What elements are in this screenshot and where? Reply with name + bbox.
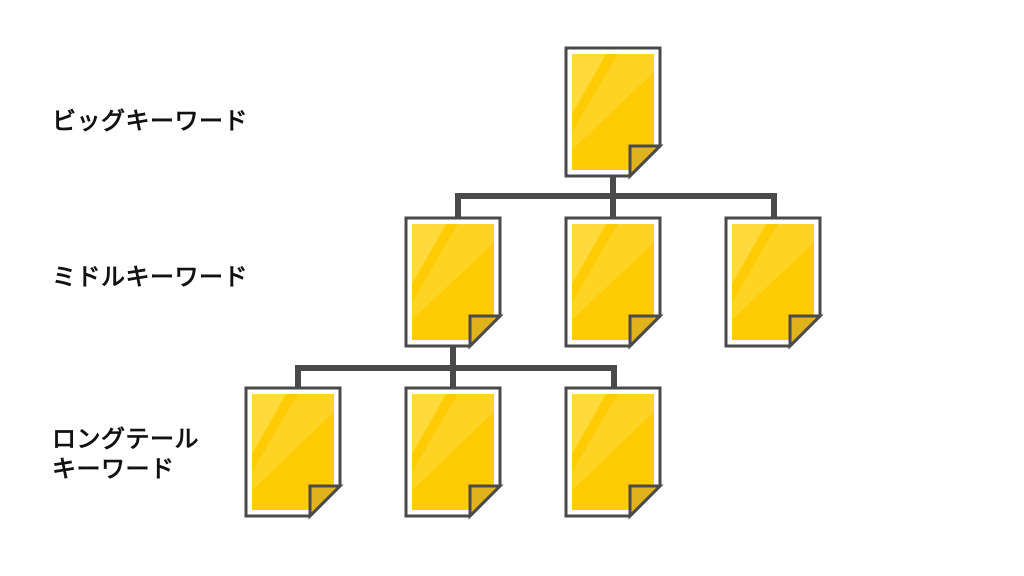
- document-fold-corner: [628, 484, 664, 520]
- document-group: [244, 46, 824, 520]
- document-page-highlight-band: [412, 394, 494, 490]
- middle-keyword-label: ミドルキーワード: [52, 262, 248, 292]
- middle-keyword-label-text: ミドルキーワード: [52, 263, 248, 291]
- big-keyword-label-text: ビッグキーワード: [52, 107, 248, 135]
- document-icon-long-2: [404, 386, 504, 520]
- document-fold-corner: [468, 484, 504, 520]
- document-page-highlight-left: [412, 224, 446, 284]
- document-icon-big: [564, 46, 664, 180]
- document-page-highlight-left: [572, 224, 606, 284]
- document-fold-corner: [308, 484, 344, 520]
- document-fold-corner: [628, 144, 664, 180]
- document-icon-middle-3: [724, 216, 824, 350]
- connector-lines: [295, 173, 777, 389]
- document-page-highlight-left: [572, 394, 606, 454]
- document-page-highlight-left: [572, 54, 606, 114]
- document-page-highlight-band: [572, 54, 654, 150]
- big-keyword-label: ビッグキーワード: [52, 106, 248, 136]
- document-page-highlight-band: [412, 224, 494, 320]
- document-fold-corner: [628, 314, 664, 350]
- document-page-highlight-left: [412, 394, 446, 454]
- document-icon-long-1: [244, 386, 344, 520]
- document-page-highlight-band: [572, 394, 654, 490]
- document-page-highlight-band: [572, 224, 654, 320]
- document-page-highlight-band: [732, 224, 814, 320]
- document-page-highlight-band: [252, 394, 334, 490]
- document-icon-middle-1: [404, 216, 504, 350]
- document-fold-corner: [468, 314, 504, 350]
- long-tail-keyword-label: ロングテール キーワード: [52, 424, 199, 484]
- document-page-highlight-left: [252, 394, 286, 454]
- long-tail-keyword-label-line1: ロングテール: [52, 425, 199, 453]
- document-fold-corner: [788, 314, 824, 350]
- document-page-highlight-left: [732, 224, 766, 284]
- document-icon-middle-2: [564, 216, 664, 350]
- document-icon-long-3: [564, 386, 664, 520]
- long-tail-keyword-label-line2: キーワード: [52, 455, 175, 483]
